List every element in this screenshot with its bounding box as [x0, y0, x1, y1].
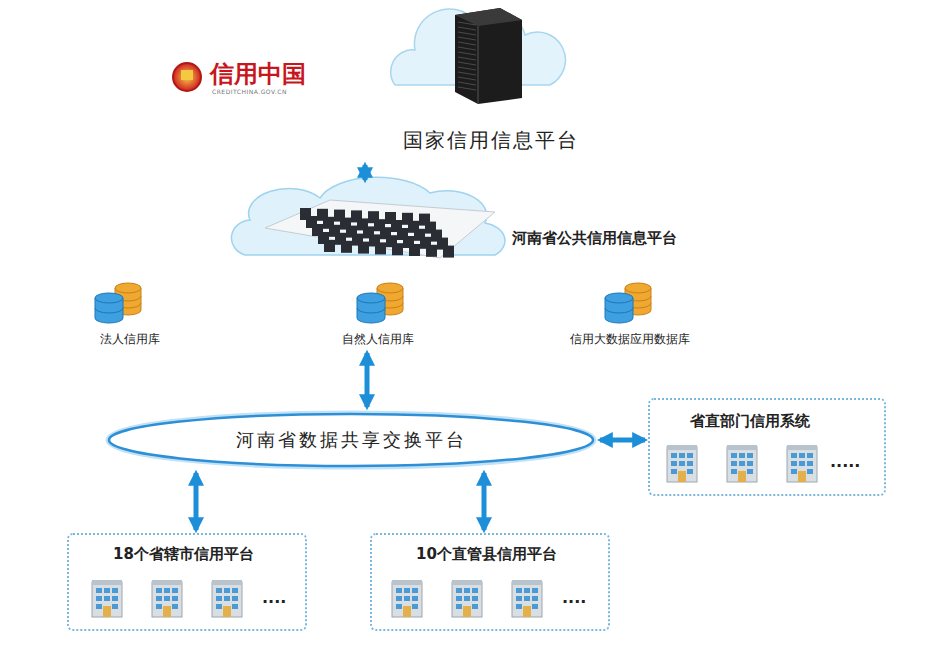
logo-text: 信用中国: [210, 60, 306, 89]
ellipsis: ....: [562, 588, 586, 607]
node-title: 国家信用信息平台: [403, 128, 579, 152]
double-arrow: [365, 353, 370, 407]
exchange-ellipse: 河南省数据共享交换平台: [105, 410, 597, 470]
ellipsis: .....: [830, 452, 860, 471]
double-arrow: [600, 438, 645, 443]
node-title: 省直部门信用系统: [690, 412, 810, 430]
ellipsis: ....: [262, 588, 286, 607]
node-title: 自然人信用库: [342, 332, 414, 346]
database: 法人信用库: [70, 278, 190, 350]
node-title: 河南省数据共享交换平台: [236, 429, 467, 451]
node-title: 河南省公共信用信息平台: [512, 229, 677, 247]
system-group: 10个直管县信用平台: [370, 533, 610, 631]
double-arrow: [194, 473, 199, 530]
platform-cloud: 河南省公共信用信息平台: [228, 183, 703, 273]
node-title: 信用大数据应用数据库: [570, 332, 690, 346]
double-arrow: [363, 165, 368, 180]
system-group: 省直部门信用系统: [648, 398, 886, 496]
system-group: 18个省辖市信用平台: [67, 533, 307, 631]
database: 自然人信用库: [318, 278, 438, 350]
double-arrow: [482, 473, 487, 530]
database: 信用大数据应用数据库: [540, 278, 720, 350]
node-title: 10个直管县信用平台: [416, 545, 557, 563]
node-title: 法人信用库: [100, 332, 160, 346]
node-title: 18个省辖市信用平台: [113, 545, 254, 563]
platform-cloud: 国家信用信息平台: [340, 0, 610, 162]
logo-url: CREDITCHINA.GOV.CN: [212, 88, 287, 95]
